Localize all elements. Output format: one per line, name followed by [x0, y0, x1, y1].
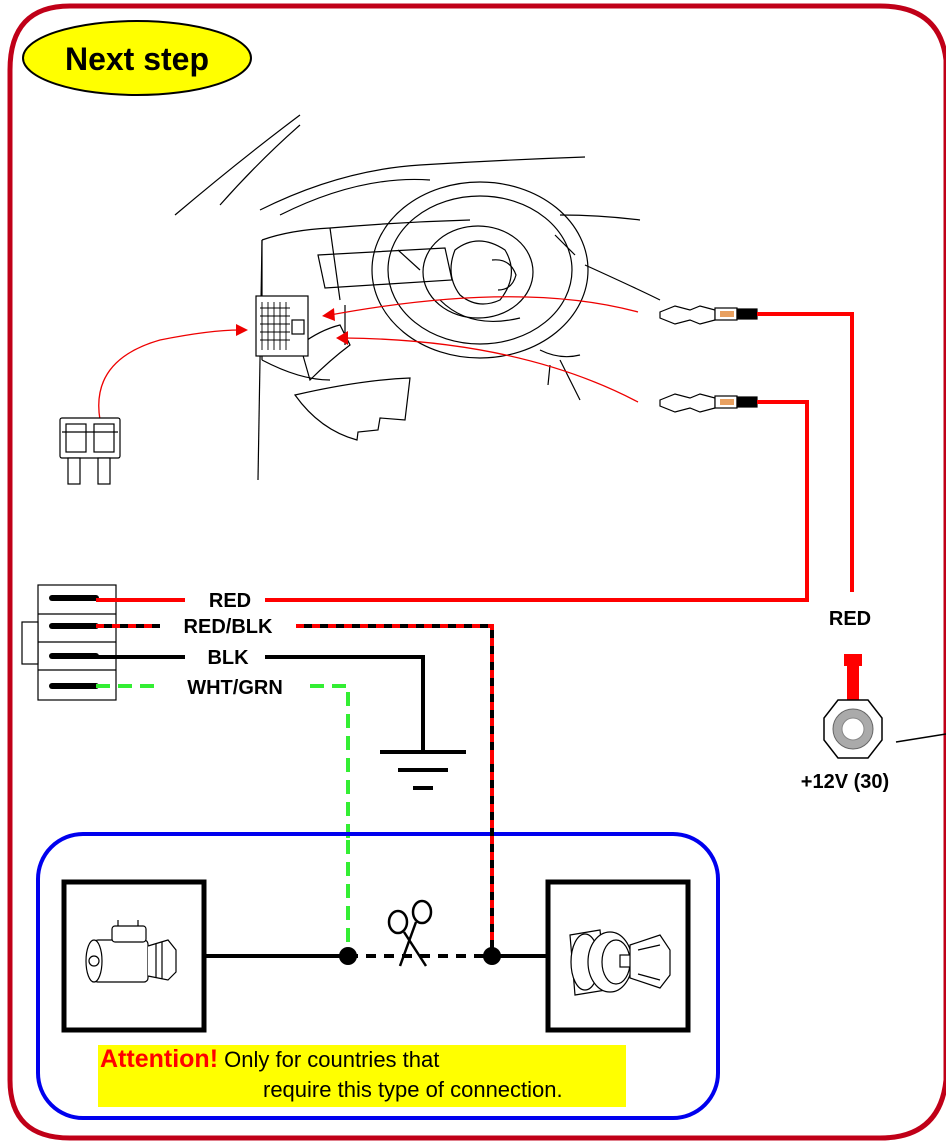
fuse-icon — [59, 417, 121, 485]
page-title: Next step — [65, 41, 209, 77]
ring-terminal-icon — [823, 654, 883, 759]
wire-label-red: RED — [209, 590, 251, 612]
outer-frame — [7, 3, 946, 1141]
wire-label-wht-grn: WHT/GRN — [187, 677, 283, 699]
blk-wire — [96, 655, 425, 750]
arrows — [98, 296, 639, 421]
junction-dot-starter — [339, 947, 357, 965]
attention-note-line2: require this type of connection. — [263, 1077, 563, 1102]
wire-label-blk: BLK — [207, 647, 249, 669]
scissors-icon — [387, 899, 433, 967]
connector-pins — [49, 595, 99, 689]
junction-dot-ignition — [483, 947, 501, 965]
supply-wires — [265, 312, 854, 602]
wht-grn-wire — [96, 684, 350, 840]
starter-motor-icon — [85, 920, 177, 983]
ignition-key-icon — [569, 929, 671, 996]
wire-label-red-blk: RED/BLK — [184, 616, 273, 638]
harness-connector — [21, 584, 117, 701]
connector-icon — [659, 305, 758, 413]
attention-note-line1: Attention! Only for countries that — [100, 1045, 439, 1074]
supply-wire-label: RED — [829, 608, 871, 630]
ground-icon — [380, 750, 466, 790]
arrowheads — [236, 308, 348, 345]
terminal-leader — [895, 733, 946, 743]
terminal-label: +12V (30) — [801, 771, 889, 793]
attention-text-1: Only for countries that — [224, 1047, 440, 1072]
dashboard-illustration — [174, 114, 661, 481]
attention-box — [36, 832, 720, 1120]
title-badge: Next step — [22, 20, 252, 96]
attention-highlight — [98, 1045, 626, 1107]
red-blk-wire — [96, 624, 494, 756]
attention-label: Attention! — [100, 1045, 219, 1073]
